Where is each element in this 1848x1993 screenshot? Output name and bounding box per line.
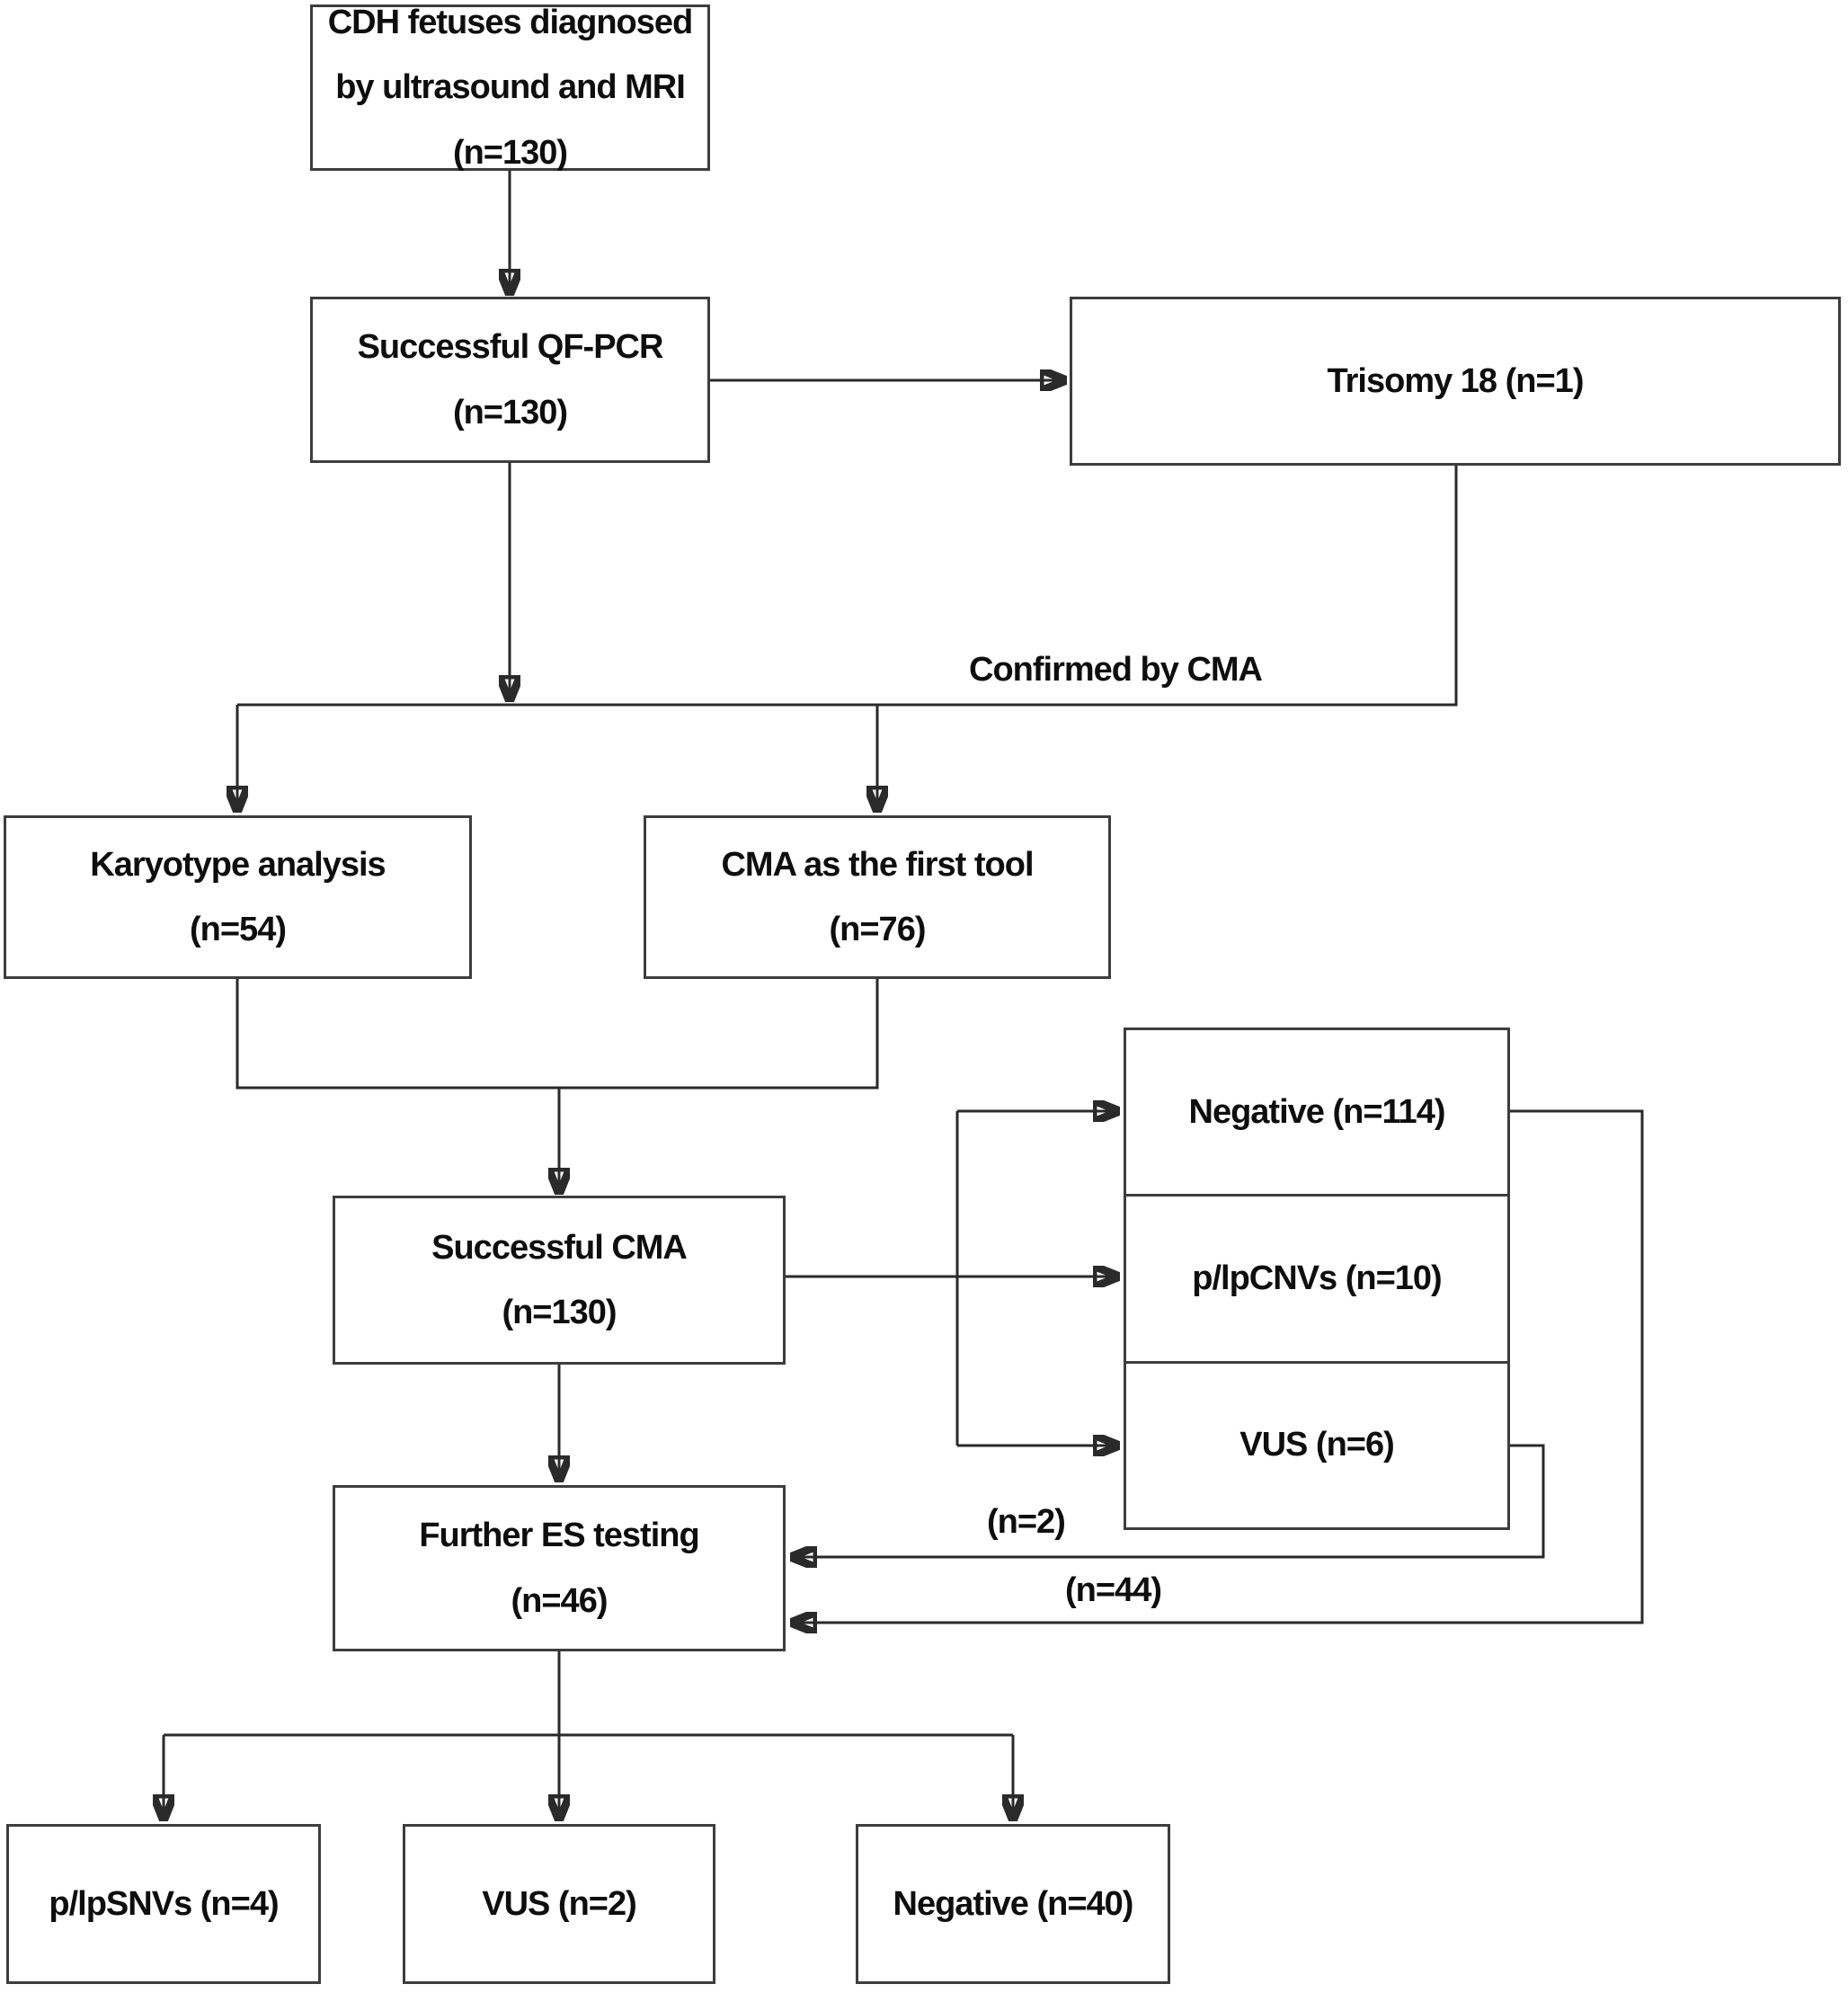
node-plp-cnvs-label: p/lpCNVs (n=10)	[1192, 1259, 1442, 1297]
node-cma-vus: VUS (n=6)	[1126, 1360, 1507, 1527]
edge-vus-feedback	[793, 1444, 1545, 1557]
node-successful-qfpcr-count: (n=130)	[452, 393, 568, 432]
node-karyotype-analysis: Karyotype analysis (n=54)	[4, 815, 472, 979]
node-further-es-testing-count: (n=46)	[511, 1581, 609, 1620]
node-cma-first-tool-count: (n=76)	[829, 911, 927, 948]
node-cdh-fetuses: CDH fetuses diagnosed by ultrasound and …	[310, 4, 710, 172]
node-es-vus-label: VUS (n=2)	[482, 1884, 637, 1923]
node-successful-cma-line1: Successful CMA	[431, 1228, 688, 1267]
edge-negative-feedback	[793, 1109, 1644, 1623]
node-further-es-testing-line1: Further ES testing	[419, 1517, 699, 1555]
node-cma-negative: Negative (n=114)	[1126, 1030, 1507, 1194]
node-plp-cnvs: p/lpCNVs (n=10)	[1126, 1194, 1507, 1360]
node-cma-negative-label: Negative (n=114)	[1188, 1092, 1446, 1131]
node-trisomy-18-label: Trisomy 18 (n=1)	[1327, 361, 1585, 400]
node-karyotype-analysis-line1: Karyotype analysis	[90, 845, 386, 884]
node-successful-qfpcr-line1: Successful QF-PCR	[357, 328, 664, 367]
node-cdh-fetuses-count: (n=130)	[452, 133, 568, 172]
node-es-negative-label: Negative (n=40)	[893, 1884, 1134, 1923]
node-cdh-fetuses-line1: CDH fetuses diagnosed	[327, 4, 694, 42]
node-further-es-testing: Further ES testing (n=46)	[333, 1485, 786, 1651]
node-successful-cma: Successful CMA (n=130)	[333, 1196, 786, 1365]
node-plp-snvs: p/lpSNVs (n=4)	[6, 1824, 321, 1984]
node-es-vus: VUS (n=2)	[403, 1824, 715, 1984]
node-cma-first-tool: CMA as the first tool (n=76)	[644, 815, 1111, 979]
edge-label-n2: (n=2)	[987, 1503, 1066, 1541]
node-successful-qfpcr: Successful QF-PCR (n=130)	[310, 297, 710, 463]
node-trisomy-18: Trisomy 18 (n=1)	[1070, 297, 1841, 466]
cma-results-stack: Negative (n=114) p/lpCNVs (n=10) VUS (n=…	[1124, 1028, 1510, 1530]
edge-trisomy-confirm-rail	[237, 466, 1458, 707]
node-successful-cma-count: (n=130)	[502, 1294, 617, 1331]
node-plp-snvs-label: p/lpSNVs (n=4)	[49, 1884, 279, 1923]
node-cdh-fetuses-line2: by ultrasound and MRI	[335, 68, 686, 107]
node-cma-first-tool-line1: CMA as the first tool	[721, 845, 1034, 884]
edge-label-confirmed-by-cma: Confirmed by CMA	[969, 651, 1263, 689]
node-cma-vus-label: VUS (n=6)	[1239, 1426, 1395, 1464]
edge-label-n44: (n=44)	[1065, 1571, 1162, 1609]
node-es-negative: Negative (n=40)	[856, 1824, 1170, 1984]
edge-merge-rail	[235, 979, 879, 1090]
node-karyotype-analysis-count: (n=54)	[190, 911, 287, 948]
